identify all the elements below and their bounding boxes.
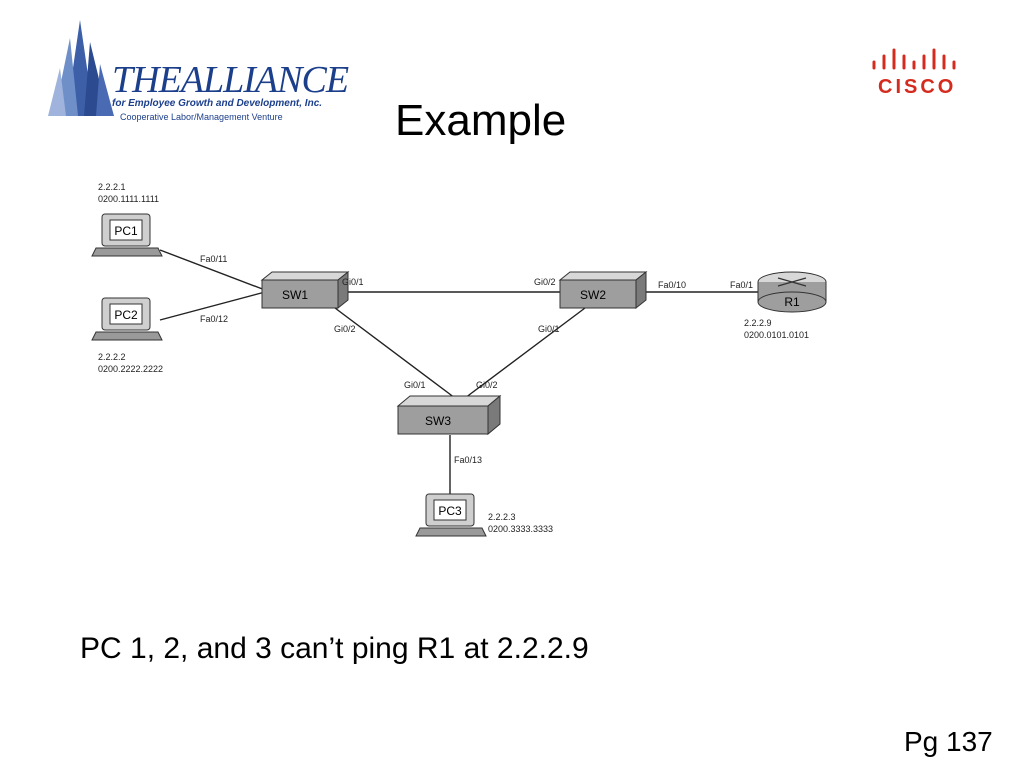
port-sw3-sw1: Gi0/1 — [404, 380, 426, 390]
pc2-ip: 2.2.2.2 — [98, 352, 126, 362]
sw2-device: SW2 — [558, 270, 648, 310]
r1-label: R1 — [784, 295, 800, 309]
alliance-name: THEALLIANCE — [112, 59, 349, 101]
pc3-ip: 2.2.2.3 — [488, 512, 516, 522]
pc1-ip: 2.2.2.1 — [98, 182, 126, 192]
pc2-device: PC2 — [91, 297, 163, 341]
port-sw2-r1: Fa0/10 — [658, 280, 686, 290]
sw3-device: SW3 — [396, 394, 502, 436]
port-sw3-sw2: Gi0/2 — [476, 380, 498, 390]
port-sw1-sw3: Gi0/2 — [334, 324, 356, 334]
slide-title: Example — [395, 96, 567, 145]
pc1-label: PC1 — [114, 224, 138, 238]
pc1-mac: 0200.1111.1111 — [98, 194, 159, 204]
port-sw2-sw1: Gi0/2 — [534, 277, 556, 287]
port-sw3-pc3: Fa0/13 — [454, 455, 482, 465]
sw3-label: SW3 — [425, 414, 451, 428]
alliance-logo: THEALLIANCE for Employee Growth and Deve… — [48, 18, 349, 128]
network-diagram: PC1 2.2.2.1 0200.1111.1111 PC2 2.2.2.2 0… — [91, 182, 827, 537]
r1-mac: 0200.0101.0101 — [744, 330, 809, 340]
link-pc2-sw1 — [159, 291, 266, 321]
port-r1-sw2: Fa0/1 — [730, 280, 753, 290]
alliance-subtitle: Cooperative Labor/Management Venture — [120, 112, 283, 122]
link-sw1-sw3 — [334, 307, 456, 399]
alliance-tagline: for Employee Growth and Development, Inc… — [112, 98, 323, 109]
cisco-logo: CISCO — [868, 46, 964, 102]
port-sw2-sw3: Gi0/1 — [538, 324, 560, 334]
pc2-mac: 0200.2222.2222 — [98, 364, 163, 374]
slide-caption: PC 1, 2, and 3 can’t ping R1 at 2.2.2.9 — [80, 632, 589, 665]
port-pc2-sw1: Fa0/12 — [200, 314, 228, 324]
page-number: Pg 137 — [904, 726, 993, 757]
r1-device: R1 — [757, 271, 827, 313]
pc1-device: PC1 — [91, 213, 163, 257]
cisco-bars-icon — [872, 48, 956, 70]
sw1-label: SW1 — [282, 288, 308, 302]
sw1-device: SW1 — [260, 270, 350, 310]
r1-ip: 2.2.2.9 — [744, 318, 772, 328]
pc2-label: PC2 — [114, 308, 138, 322]
pc3-device: PC3 — [415, 493, 487, 537]
alliance-tower-icon — [48, 20, 114, 116]
pc3-label: PC3 — [438, 504, 462, 518]
link-sw2-sw3 — [464, 307, 586, 399]
port-sw1-sw2: Gi0/1 — [342, 277, 364, 287]
cisco-wordmark: CISCO — [878, 76, 957, 98]
sw2-label: SW2 — [580, 288, 606, 302]
link-pc1-sw1 — [159, 249, 266, 291]
port-pc1-sw1: Fa0/11 — [200, 254, 227, 264]
pc3-mac: 0200.3333.3333 — [488, 524, 553, 534]
